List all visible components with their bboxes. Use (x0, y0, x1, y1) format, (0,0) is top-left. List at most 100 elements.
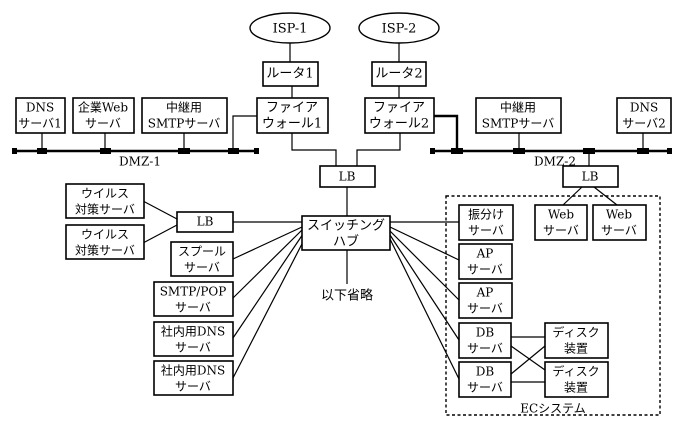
link-hub-smtppop (232, 229, 303, 299)
dmz1-dns-server-1-line2: サーバ1 (18, 117, 62, 131)
internal-dns-server-2[interactable]: 社内用DNS サーバ (153, 360, 234, 396)
firewall-1[interactable]: ファイア ウォール1 (256, 97, 329, 134)
web-server-1[interactable]: Web サーバ (534, 204, 588, 241)
dmz1-corporate-web-server[interactable]: 企業Web サーバ (72, 97, 135, 134)
web-server-2-line1: Web (606, 208, 632, 222)
router-2-label: ルータ2 (375, 67, 422, 82)
router-1[interactable]: ルータ1 (262, 61, 319, 87)
db-server-2[interactable]: DB サーバ (458, 361, 512, 398)
firewall-2-line2: ウォール2 (369, 117, 429, 132)
isp-2[interactable]: ISP-2 (358, 12, 440, 44)
dmz1-relay-smtp-server-line2: SMTPサーバ (148, 117, 220, 131)
left-load-balancer-box (176, 211, 234, 233)
isp-1-cloud (249, 12, 331, 44)
spool-server[interactable]: スプール サーバ (170, 241, 234, 277)
internal-dns-server-2-box (153, 360, 234, 396)
dmz2-dns-server-2[interactable]: DNS サーバ2 (616, 97, 672, 134)
db-server-2-line1: DB (476, 365, 495, 379)
link-fw1-dmz1 (232, 115, 257, 150)
smtp-pop-server[interactable]: SMTP/POP サーバ (153, 281, 234, 317)
ap-server-2-box (458, 282, 513, 319)
omitted-label: 以下省略 (321, 288, 373, 304)
switching-hub-line1: スイッチング (307, 219, 385, 234)
internal-dns-server-2-line2: サーバ (175, 380, 211, 394)
db-server-2-box (458, 361, 512, 398)
internal-dns-server-1-line1: 社内用DNS (161, 324, 225, 339)
link-hub-db2 (389, 238, 460, 380)
dmz1-dns-server-1[interactable]: DNS サーバ1 (15, 97, 66, 134)
smtp-pop-server-line1: SMTP/POP (160, 285, 227, 299)
web-server-1-line2: サーバ (543, 224, 579, 238)
link-hub-spool (232, 226, 303, 260)
dmz1-tap-smtp (178, 148, 190, 154)
dmz1-label: DMZ-1 (119, 155, 161, 169)
dmz1-dns-server-1-line1: DNS (26, 101, 54, 115)
internal-dns-server-1-line2: サーバ (175, 341, 211, 355)
dmz1-relay-smtp-server-line1: 中継用 (166, 100, 202, 115)
dmz1-relay-smtp-server[interactable]: 中継用 SMTPサーバ (141, 97, 228, 134)
dmz1-tap-fw1 (228, 148, 239, 154)
virus-server-2-line2: 対策サーバ (75, 244, 135, 258)
link-fw2-dmz2 (434, 114, 459, 150)
dmz1-tap-dns1 (37, 148, 47, 154)
router-2-box (371, 61, 427, 87)
dmz2-dns-server-2-line1: DNS (630, 101, 658, 115)
dispatch-server[interactable]: 振分け サーバ (458, 204, 514, 241)
dmz1-dns-server-1-box (15, 97, 66, 134)
firewall-2[interactable]: ファイア ウォール2 (364, 97, 435, 134)
db-server-2-line2: サーバ (467, 381, 503, 395)
ap-server-1[interactable]: AP サーバ (458, 243, 513, 280)
firewall-1-line2: ウォール1 (262, 117, 322, 132)
disk-device-2[interactable]: ディスク 装置 (544, 361, 609, 398)
link-db2-disk1 (510, 345, 546, 375)
web-server-1-line1: Web (548, 208, 574, 222)
link-hub-dns-int2 (232, 237, 306, 379)
link-db1-disk2 (510, 345, 546, 371)
virus-server-1[interactable]: ウイルス 対策サーバ (65, 183, 145, 219)
web-server-2[interactable]: Web サーバ (592, 204, 647, 241)
ap-server-1-box (458, 243, 513, 280)
central-load-balancer-label: LB (339, 170, 356, 184)
web-server-2-line2: サーバ (601, 224, 637, 238)
dmz2-tap-lb (583, 148, 595, 154)
disk-device-1-line2: 装置 (564, 342, 588, 356)
dispatch-server-line2: サーバ (468, 224, 504, 238)
dmz2-load-balancer-box (562, 165, 619, 188)
link-fw2-lb (356, 133, 401, 166)
internal-dns-server-1-box (153, 321, 234, 357)
dmz2-relay-smtp-server[interactable]: 中継用 SMTPサーバ (475, 97, 562, 134)
link-hub-dns-int1 (232, 233, 304, 339)
link-hub-ap2 (389, 230, 460, 301)
central-load-balancer[interactable]: LB (319, 165, 376, 188)
isp-2-label: ISP-2 (382, 22, 417, 37)
link-fw1-lb (291, 133, 337, 166)
smtp-pop-server-box (153, 281, 234, 317)
disk-device-1[interactable]: ディスク 装置 (544, 322, 609, 359)
left-load-balancer[interactable]: LB (176, 211, 234, 233)
internal-dns-server-1[interactable]: 社内用DNS サーバ (153, 321, 234, 357)
link-virus1-lb (142, 200, 178, 220)
isp-1[interactable]: ISP-1 (249, 12, 331, 44)
dmz2-relay-smtp-server-line2: SMTPサーバ (482, 117, 554, 131)
left-load-balancer-label: LB (197, 215, 214, 229)
dispatch-server-box (458, 204, 514, 241)
virus-server-2[interactable]: ウイルス 対策サーバ (65, 224, 145, 260)
dmz1-tap-web (100, 148, 111, 154)
ap-server-2-line2: サーバ (467, 302, 503, 316)
spool-server-line2: サーバ (184, 261, 220, 275)
dmz2-dns-server-2-line2: サーバ2 (622, 117, 666, 131)
firewall-2-box (364, 97, 435, 134)
ap-server-2[interactable]: AP サーバ (458, 282, 513, 319)
dmz2-load-balancer[interactable]: LB (562, 165, 619, 188)
db-server-1-line1: DB (476, 326, 495, 340)
virus-server-1-box (65, 183, 145, 219)
dmz1-relay-smtp-server-box (141, 97, 228, 134)
router-2[interactable]: ルータ2 (371, 61, 427, 87)
switching-hub[interactable]: スイッチング ハブ (301, 215, 391, 251)
dmz2-dns-server-2-box (616, 97, 672, 134)
db-server-1[interactable]: DB サーバ (458, 322, 512, 359)
dmz1-corporate-web-server-box (72, 97, 135, 134)
ap-server-2-line1: AP (476, 286, 494, 300)
ap-server-1-line2: サーバ (467, 263, 503, 277)
